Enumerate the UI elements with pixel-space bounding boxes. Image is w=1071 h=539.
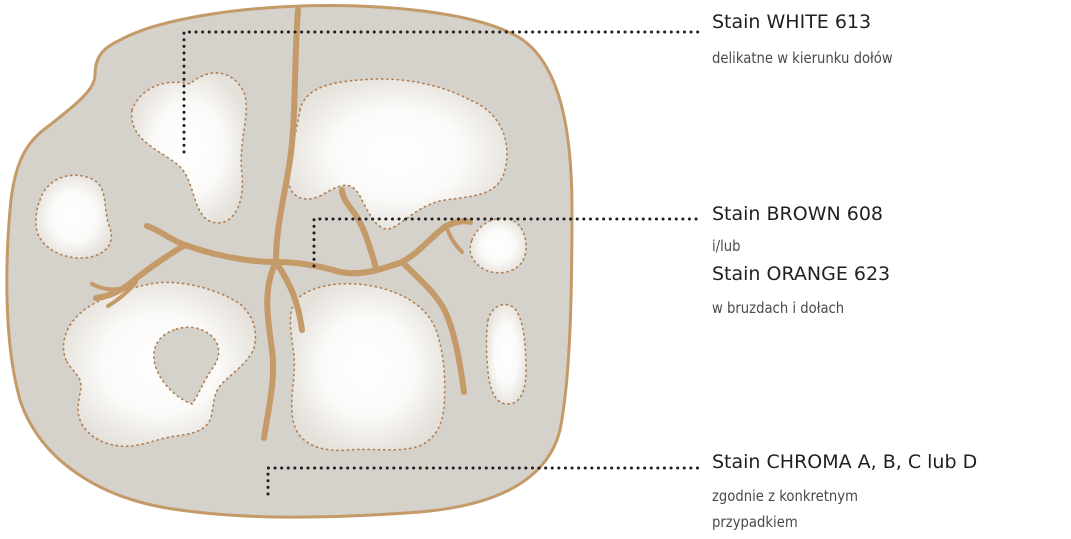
highlight-patch	[36, 175, 111, 258]
callout-title-brown: Stain BROWN 608	[712, 202, 883, 226]
highlight-patch	[290, 284, 444, 451]
callout-note-brown-orange: w bruzdach i dołach	[712, 298, 844, 318]
callout-title-chroma: Stain CHROMA A, B, C lub D	[712, 450, 977, 474]
callout-title-white: Stain WHITE 613	[712, 10, 871, 34]
callout-note-chroma: zgodnie z konkretnym	[712, 486, 858, 506]
highlight-patch	[487, 305, 527, 404]
callout-note-chroma-line2: przypadkiem	[712, 512, 798, 532]
callout-title-orange: Stain ORANGE 623	[712, 262, 890, 286]
callout-note-white: delikatne w kierunku dołów	[712, 48, 893, 68]
callout-note-and-or: i/lub	[712, 236, 741, 256]
